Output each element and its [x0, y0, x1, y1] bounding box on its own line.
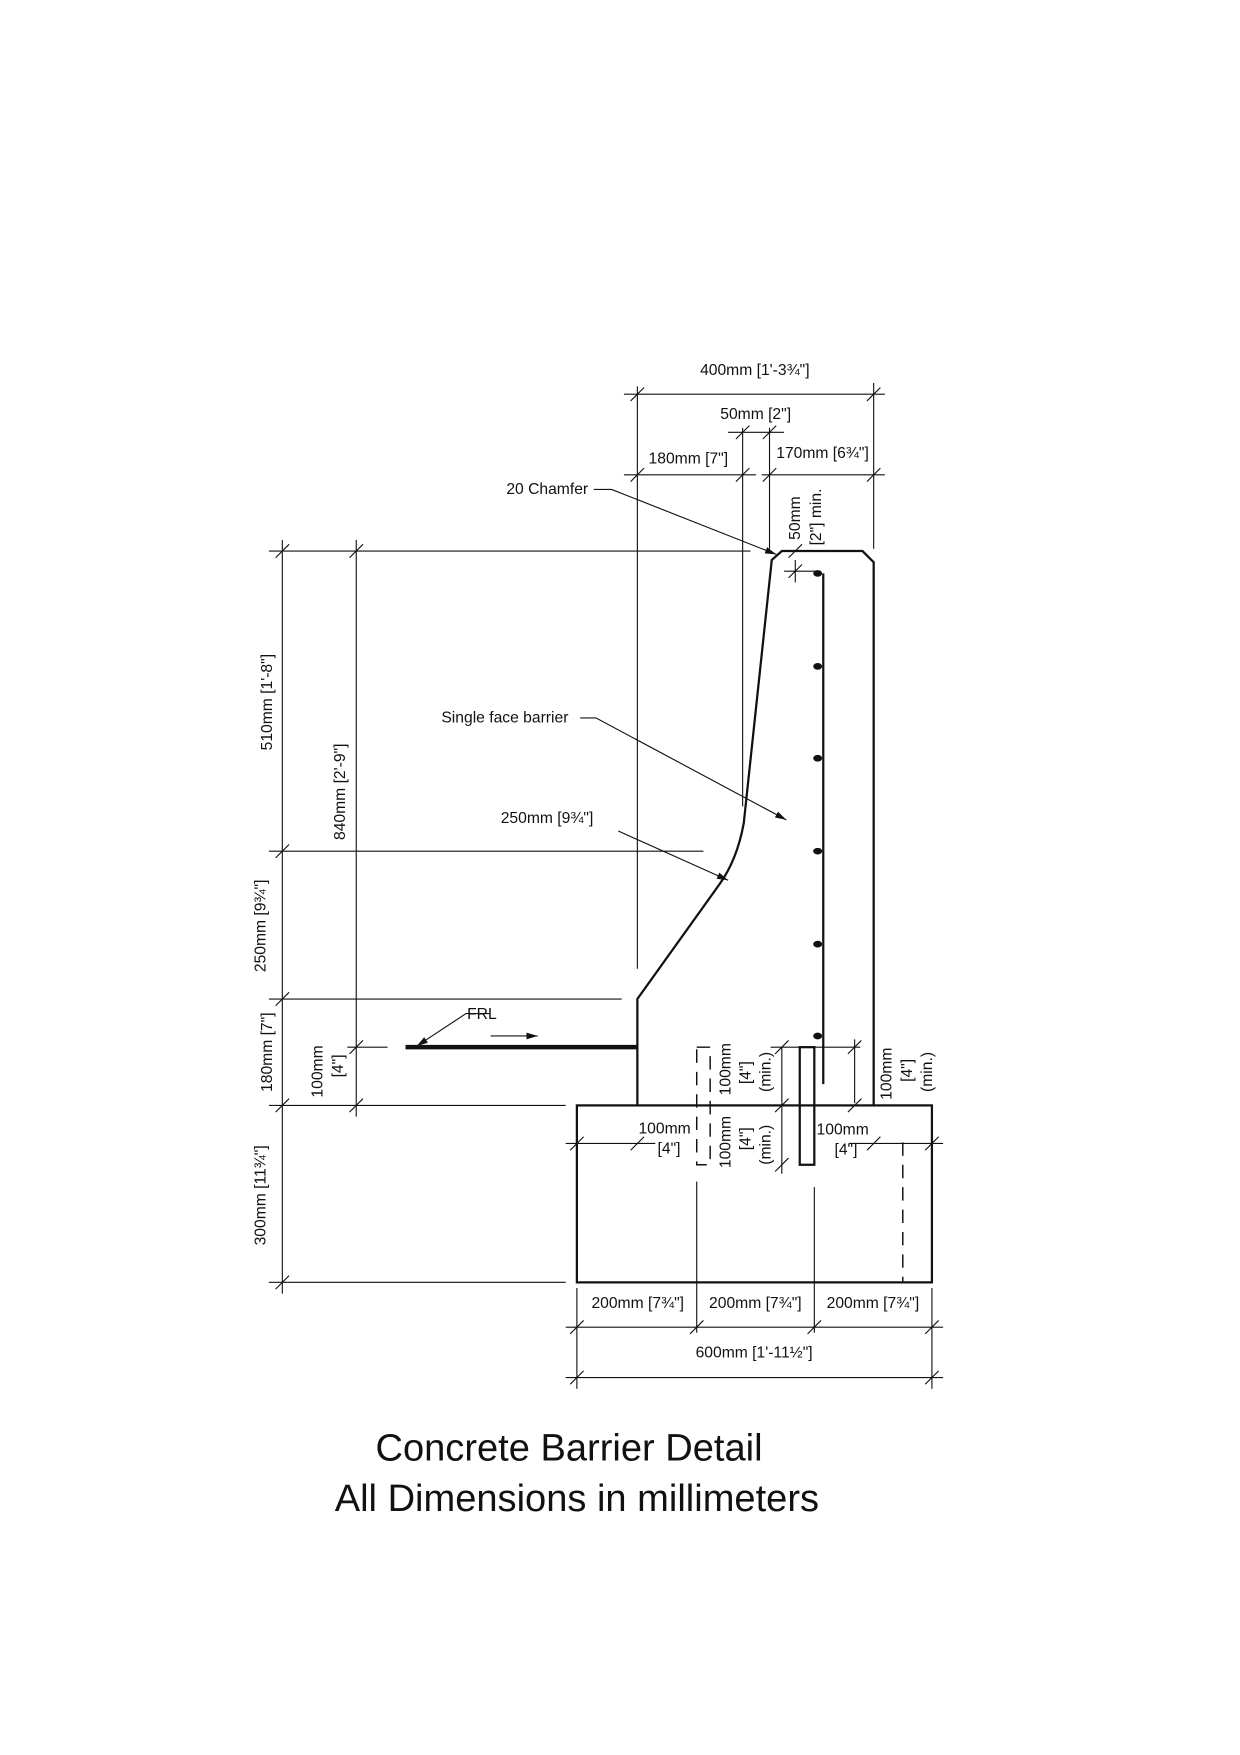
dim-cover-top: 50mm	[787, 496, 804, 540]
dimension-tick	[807, 1320, 822, 1335]
barrier-geometry	[268, 383, 944, 1389]
dim-footing-seg3: 200mm [7¾"]	[827, 1295, 920, 1312]
dimension-tick	[569, 1370, 584, 1385]
dim-right-offset-imperial: [4"]	[834, 1142, 857, 1159]
dimension-tick	[847, 1098, 862, 1113]
dimension-tick	[788, 564, 803, 579]
dimension-ticks	[275, 387, 940, 1385]
dim-cover-right-min: (min.)	[919, 1052, 936, 1092]
dimension-tick	[735, 467, 750, 482]
dim-dowel-upper-min: (min.)	[758, 1052, 775, 1092]
dim-left-offset: 100mm	[638, 1120, 690, 1137]
dimension-tick	[349, 543, 364, 559]
dimension-tick	[735, 425, 750, 440]
chamfer-callout: 20 Chamfer	[506, 481, 588, 498]
rebar-dot	[813, 1032, 823, 1040]
dim-cover-right: 100mm	[879, 1048, 896, 1100]
barrier-outline	[636, 549, 875, 1106]
dim-footing-overall: 600mm [1'-11½"]	[696, 1344, 813, 1361]
dimension-tick	[924, 1136, 940, 1151]
radius-callout: 250mm [9¾"]	[501, 810, 594, 827]
dimension-tick	[762, 467, 777, 482]
single-face-leader	[580, 717, 787, 821]
dimension-tick	[630, 1136, 645, 1151]
dim-middle-height: 250mm [9¾"]	[253, 880, 270, 973]
dim-cover-top-imperial: [2"] min.	[808, 489, 825, 546]
frl-leader	[416, 1013, 490, 1047]
dimension-tick	[866, 387, 881, 402]
rebar-dot	[813, 663, 823, 670]
dim-footing-seg1: 200mm [7¾"]	[591, 1295, 684, 1312]
dim-lower-height: 180mm [7"]	[259, 1012, 276, 1092]
dim-footing-height: 300mm [11¾"]	[253, 1145, 270, 1245]
dimension-tick	[349, 1098, 364, 1113]
dim-cover-right-imperial: [4"]	[899, 1059, 916, 1082]
dimension-tick	[275, 844, 290, 859]
rebar-dot	[813, 940, 823, 948]
dimension-tick	[788, 543, 803, 559]
dim-dowel-lower-min: (min.)	[758, 1125, 775, 1165]
dimension-tick	[689, 1320, 704, 1335]
single-face-callout: Single face barrier	[441, 709, 568, 726]
dimension-tick	[924, 1370, 940, 1385]
dim-dowel-upper: 100mm	[717, 1043, 734, 1095]
dim-gap: 50mm [2"]	[720, 406, 791, 423]
radius-leader	[618, 830, 729, 881]
dim-left-top: 180mm [7"]	[649, 451, 729, 468]
dim-footing-seg2: 200mm [7¾"]	[709, 1295, 802, 1312]
dimension-tick	[275, 1098, 290, 1113]
dimension-tick	[569, 1320, 584, 1335]
dowel-dashed	[695, 1046, 711, 1166]
dimension-tick	[630, 387, 645, 402]
dimension-tick	[774, 1098, 789, 1113]
rebar-dot	[813, 754, 823, 762]
rebar-dot	[813, 570, 823, 577]
frl-callout: FRL	[467, 1006, 497, 1023]
dimension-tick	[774, 1040, 789, 1055]
dim-overall-width: 400mm [1'-3¾"]	[700, 362, 810, 379]
dim-frl-offset: 100mm	[310, 1045, 327, 1097]
dim-overall-height: 840mm [2'-9"]	[332, 744, 349, 840]
dimension-tick	[275, 991, 290, 1007]
dimension-tick	[866, 1136, 881, 1151]
drawing-subtitle: All Dimensions in millimeters	[335, 1478, 819, 1520]
dim-dowel-lower-imperial: [4"]	[737, 1127, 754, 1150]
dimension-tick	[847, 1040, 862, 1055]
dim-upper-height: 510mm [1'-8"]	[259, 654, 276, 750]
dim-left-offset-imperial: [4"]	[658, 1141, 681, 1158]
dimension-tick	[762, 425, 777, 440]
dimension-tick	[349, 1040, 364, 1055]
chamfer-leader	[593, 488, 777, 555]
drawing-title: Concrete Barrier Detail	[375, 1427, 762, 1469]
extension-lines	[268, 383, 933, 1389]
dimension-tick	[924, 1320, 940, 1335]
dim-right-top: 170mm [6¾"]	[776, 445, 869, 462]
dimension-tick	[275, 1275, 290, 1290]
dim-right-offset: 100mm	[817, 1122, 869, 1139]
dimension-tick	[275, 543, 290, 559]
dim-frl-offset-imperial: [4"]	[330, 1054, 347, 1077]
dim-dowel-upper-imperial: [4"]	[737, 1061, 754, 1084]
rebar-dot	[813, 847, 823, 855]
dimension-tick	[569, 1136, 584, 1151]
dimension-tick	[630, 467, 645, 482]
footing-outline	[575, 1104, 934, 1284]
dim-dowel-lower: 100mm	[717, 1116, 734, 1168]
dimension-tick	[774, 1157, 789, 1172]
dimension-tick	[866, 467, 881, 482]
dimension-lines	[281, 393, 944, 1379]
